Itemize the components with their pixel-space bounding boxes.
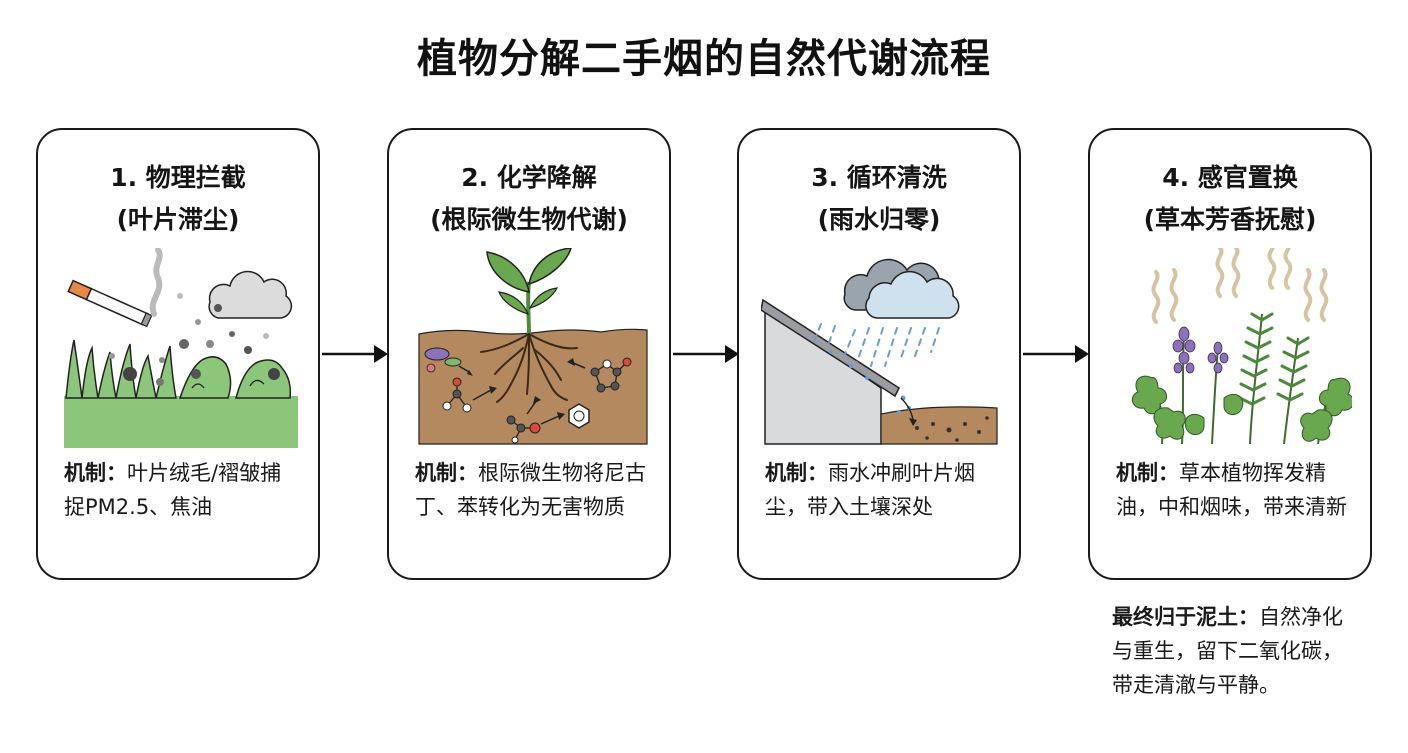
mechanism-label: 机制：: [415, 461, 478, 485]
mechanism-text: 根际微生物将尼古丁、苯转化为无害物质: [415, 461, 646, 519]
mechanism-label: 机制：: [765, 461, 828, 485]
rain-roof-illustration: [761, 258, 998, 445]
step-card-chemical-degradation: 2. 化学降解 (根际微生物代谢): [387, 128, 671, 580]
step-subtitle: (雨水归零): [817, 205, 941, 234]
final-label: 最终归于泥土：: [1112, 605, 1259, 629]
cigarette-smoke-grass-illustration: [64, 248, 298, 448]
step-title: 4. 感官置换: [1162, 163, 1298, 192]
step-mechanism: 机制：草本植物挥发精油，中和烟味，带来清新: [1116, 456, 1352, 524]
aromatic-herbs-illustration: [1131, 248, 1352, 445]
final-conclusion: 最终归于泥土：自然净化与重生，留下二氧化碳，带走清澈与平静。: [1112, 600, 1362, 702]
step-card-cycle-washing: 3. 循环清洗 (雨水归零): [737, 128, 1021, 580]
step-mechanism: 机制：叶片绒毛/褶皱捕捉PM2.5、焦油: [64, 456, 300, 524]
mechanism-label: 机制：: [64, 461, 127, 485]
mechanism-label: 机制：: [1116, 461, 1179, 485]
page-title: 植物分解二手烟的自然代谢流程: [417, 36, 991, 82]
step-title: 2. 化学降解: [461, 163, 597, 192]
step-mechanism: 机制：根际微生物将尼古丁、苯转化为无害物质: [415, 456, 651, 524]
step-subtitle: (叶片滞尘): [116, 205, 240, 234]
step-mechanism: 机制：雨水冲刷叶片烟尘，带入土壤深处: [765, 456, 1001, 524]
arrow-right-icon: [1023, 345, 1089, 363]
step-title: 3. 循环清洗: [811, 163, 947, 192]
arrow-right-icon: [673, 345, 739, 363]
final-text: 自然净化与重生，留下二氧化碳，带走清澈与平静。: [1112, 605, 1343, 697]
mechanism-text: 雨水冲刷叶片烟尘，带入土壤深处: [765, 461, 975, 519]
mechanism-text: 草本植物挥发精油，中和烟味，带来清新: [1116, 461, 1347, 519]
roots-microbes-illustration: [418, 248, 648, 445]
step-subtitle: (草本芳香抚慰): [1143, 205, 1317, 234]
arrow-right-icon: [322, 345, 388, 363]
step-card-sensory-replacement: 4. 感官置换 (草本芳香抚慰): [1088, 128, 1372, 580]
mechanism-text: 叶片绒毛/褶皱捕捉PM2.5、焦油: [64, 461, 282, 519]
step-title: 1. 物理拦截: [110, 163, 246, 192]
step-subtitle: (根际微生物代谢): [430, 205, 628, 234]
step-card-physical-interception: 1. 物理拦截 (叶片滞尘) 机制：叶片绒毛/褶皱捕捉PM: [36, 128, 320, 580]
